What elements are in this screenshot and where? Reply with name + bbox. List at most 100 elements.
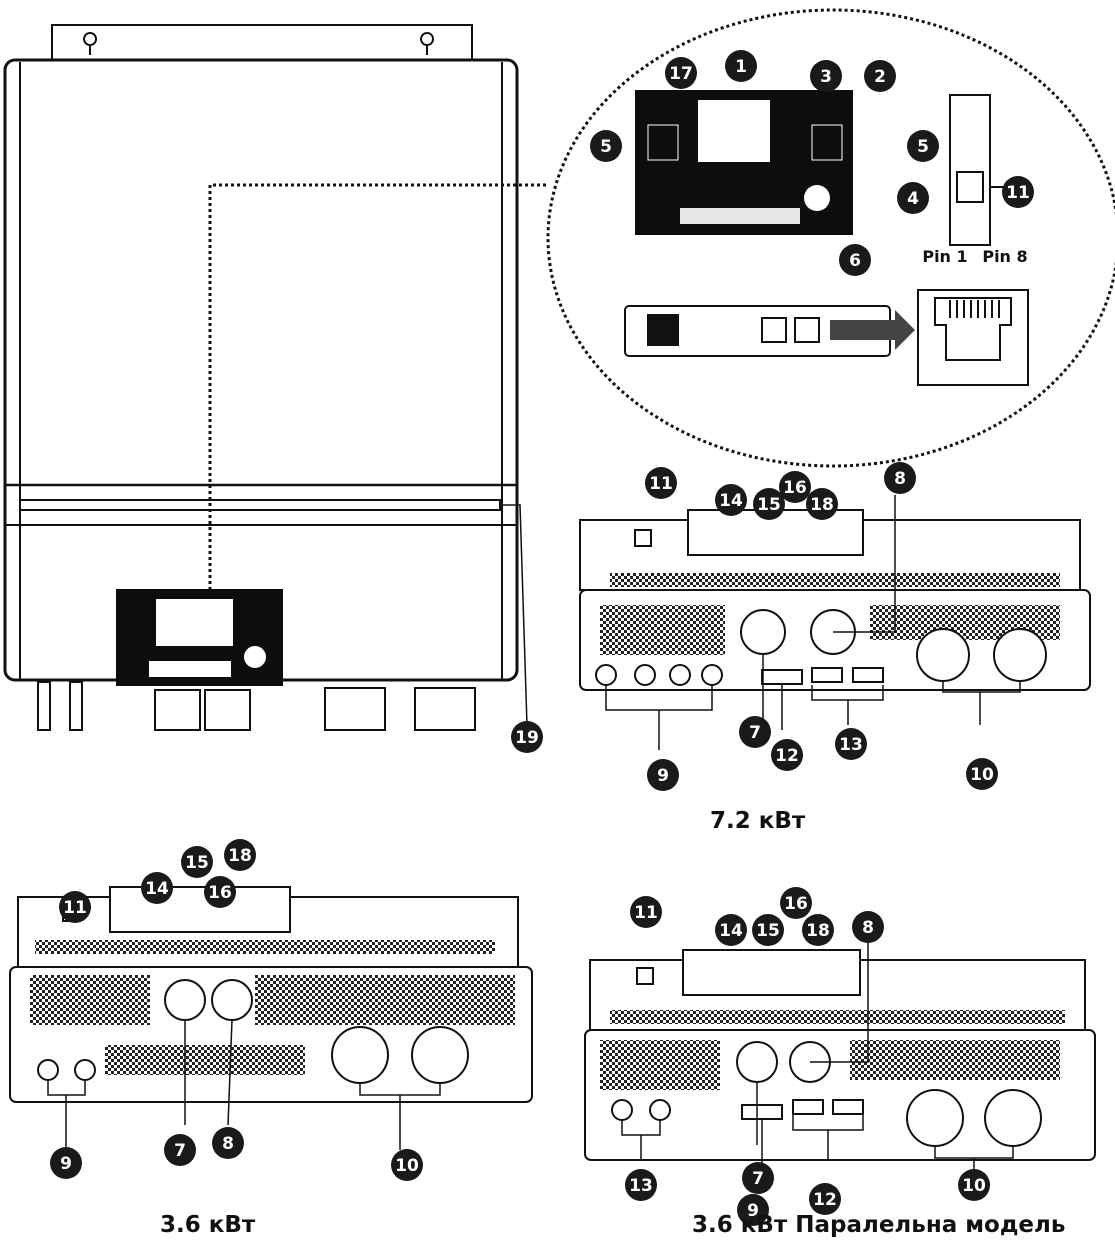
callout-badge-model_72-2	[753, 488, 785, 520]
callout-number-top_panel-2: 3	[820, 67, 832, 87]
callout-badge-top_panel-4	[590, 130, 622, 162]
caption-model-36-parallel: 3.6 кВт Паралельна модель	[692, 1212, 1066, 1238]
callout-number-model_36-5: 7	[174, 1141, 186, 1161]
model-72-bottom-view	[579, 509, 1091, 691]
callout-badge-model_36-3	[224, 839, 256, 871]
callout-number-top_panel-1: 2	[874, 67, 886, 87]
callout-badge-model_72-9	[835, 728, 867, 760]
callout-badge-model_72-8	[771, 739, 803, 771]
callout-number-model_36_parallel-8: 12	[813, 1190, 837, 1210]
zoom-bottom-view	[624, 305, 915, 357]
model-36-bottom-view	[9, 886, 533, 1103]
callout-number-top_panel-8: 17	[669, 64, 693, 84]
callout-number-top_panel-4: 5	[600, 137, 612, 157]
callout-number-model_36-4: 16	[208, 883, 232, 903]
callout-number-model_72-10: 10	[970, 765, 994, 785]
rj45-pin-last-label: Pin 8	[982, 247, 1027, 266]
zoom-side-view	[949, 94, 1025, 246]
callout-number-top_panel-5: 5	[917, 137, 929, 157]
callout-number-model_36_parallel-2: 15	[756, 921, 780, 941]
callout-badge-model_36-2	[181, 846, 213, 878]
callout-badge-model_72-1	[715, 484, 747, 516]
callout-badge-model_72-6	[739, 716, 771, 748]
model-36-parallel-bottom-view	[584, 949, 1096, 1161]
callout-badge-top_panel-7	[1002, 176, 1034, 208]
callout-number-model_36_parallel-1: 14	[719, 921, 743, 941]
callout-badge-model_36_parallel-9	[625, 1169, 657, 1201]
callout-badge-model_36-4	[204, 876, 236, 908]
zoom-lcd-panel	[635, 90, 853, 235]
callout-badge-top_panel-1	[864, 60, 896, 92]
callout-badge-model_36_parallel-10	[958, 1169, 990, 1201]
callout-number-model_36_parallel-3: 16	[784, 894, 808, 914]
callout-badge-top_panel-3	[897, 182, 929, 214]
callout-badge-model_36_parallel-6	[742, 1162, 774, 1194]
callout-number-model_36-0: 11	[63, 898, 87, 918]
callout-badge-model_36-7	[50, 1147, 82, 1179]
callout-badge-model_72-0	[645, 467, 677, 499]
rj45-connector	[917, 289, 1029, 386]
callout-badge-model_36_parallel-4	[802, 914, 834, 946]
callout-badge-model_36_parallel-7	[737, 1194, 769, 1226]
callout-number-model_36-6: 8	[222, 1134, 234, 1154]
callout-number-model_36_parallel-10: 10	[962, 1176, 986, 1196]
callout-number-model_36_parallel-6: 7	[752, 1169, 764, 1189]
callout-number-side-0: 19	[515, 728, 539, 748]
callout-badge-model_36_parallel-8	[809, 1183, 841, 1215]
callout-number-top_panel-3: 4	[907, 189, 919, 209]
callout-badge-top_panel-5	[907, 130, 939, 162]
callout-number-top_panel-6: 6	[849, 251, 861, 271]
callout-badge-side-0	[511, 721, 543, 753]
callout-number-model_36-7: 9	[60, 1154, 72, 1174]
callout-badge-model_36_parallel-2	[752, 914, 784, 946]
zoom-leader-line	[208, 183, 548, 590]
callout-badge-model_36_parallel-3	[780, 887, 812, 919]
callout-badge-model_36_parallel-0	[630, 896, 662, 928]
callout-number-model_36_parallel-4: 18	[806, 921, 830, 941]
leader-19	[500, 504, 528, 726]
callout-badge-top_panel-0	[725, 50, 757, 82]
callout-number-model_72-1: 14	[719, 491, 743, 511]
callout-number-model_72-9: 13	[839, 735, 863, 755]
callout-badge-model_72-10	[966, 758, 998, 790]
callout-number-model_36_parallel-7: 9	[747, 1201, 759, 1221]
callout-badge-model_36-0	[59, 891, 91, 923]
callout-badge-model_36-1	[141, 872, 173, 904]
callout-number-top_panel-7: 11	[1006, 183, 1030, 203]
callout-badge-model_36-8	[391, 1149, 423, 1181]
callout-badge-top_panel-8	[665, 57, 697, 89]
callout-badge-model_36_parallel-1	[715, 914, 747, 946]
callout-number-model_36_parallel-9: 13	[629, 1176, 653, 1196]
callout-number-model_72-7: 9	[657, 766, 669, 786]
callout-badge-model_36_parallel-5	[852, 911, 884, 943]
callout-number-top_panel-0: 1	[735, 57, 747, 77]
callout-badge-model_72-5	[884, 462, 916, 494]
callout-number-model_72-2: 15	[757, 495, 781, 515]
inverter-front-view	[3, 24, 519, 731]
caption-model-36: 3.6 кВт	[160, 1212, 256, 1238]
callout-badge-top_panel-2	[810, 60, 842, 92]
callout-number-model_72-4: 18	[810, 495, 834, 515]
callout-number-model_36-3: 18	[228, 846, 252, 866]
callout-badge-top_panel-6	[839, 244, 871, 276]
callout-badge-model_72-4	[806, 488, 838, 520]
callout-number-model_72-8: 12	[775, 746, 799, 766]
callout-number-model_72-0: 11	[649, 474, 673, 494]
callout-leaders	[47, 495, 1021, 1170]
callout-number-model_72-5: 8	[894, 469, 906, 489]
callout-number-model_36-8: 10	[395, 1156, 419, 1176]
callout-badge-model_36-6	[212, 1127, 244, 1159]
callout-badge-model_72-3	[779, 471, 811, 503]
callout-number-model_72-3: 16	[783, 478, 807, 498]
zoom-ellipse	[546, 8, 1115, 468]
callout-number-model_36_parallel-5: 8	[862, 918, 874, 938]
callout-number-model_36-1: 14	[145, 879, 169, 899]
caption-model-72: 7.2 кВт	[710, 808, 806, 834]
callout-number-model_36-2: 15	[185, 853, 209, 873]
rj45-pin-first-label: Pin 1	[922, 247, 967, 266]
callout-badge-model_72-7	[647, 759, 679, 791]
callout-number-model_72-6: 7	[749, 723, 761, 743]
callout-badge-model_36-5	[164, 1134, 196, 1166]
